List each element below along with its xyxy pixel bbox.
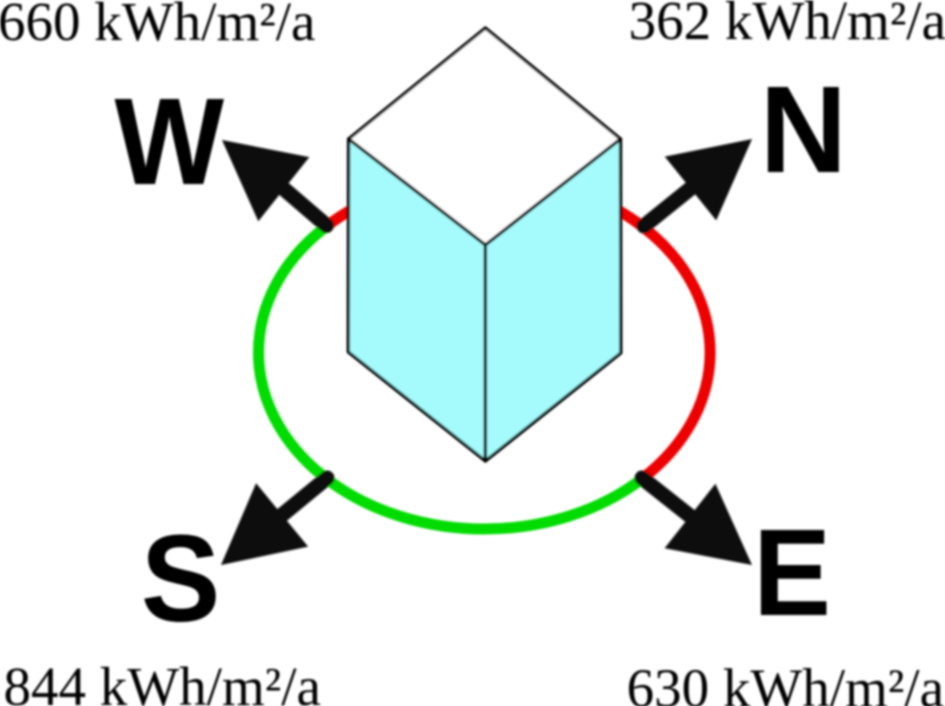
svg-text:W: W xyxy=(115,74,225,211)
svg-text:660 kWh/m²/a: 660 kWh/m²/a xyxy=(0,0,315,52)
svg-text:N: N xyxy=(760,62,847,199)
svg-text:E: E xyxy=(753,505,831,642)
svg-text:362 kWh/m²/a: 362 kWh/m²/a xyxy=(629,0,945,51)
svg-text:844 kWh/m²/a: 844 kWh/m²/a xyxy=(4,656,321,706)
svg-text:630 kWh/m²/a: 630 kWh/m²/a xyxy=(627,658,944,706)
svg-text:S: S xyxy=(141,511,221,648)
